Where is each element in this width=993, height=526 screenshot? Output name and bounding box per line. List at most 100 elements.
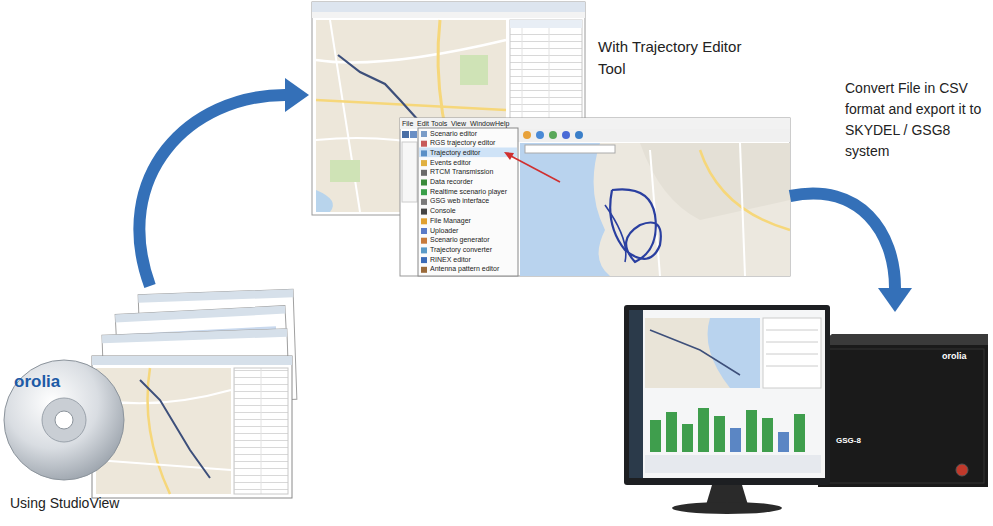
app-screenshot-part [605, 205, 626, 262]
app-screenshot-part [700, 150, 790, 230]
studioview-package-part [234, 368, 288, 494]
app-screenshot-part [421, 267, 427, 273]
gsg8-system-part [682, 424, 693, 452]
app-screenshot-part [421, 180, 427, 186]
app-screenshot-part [509, 155, 560, 182]
gsg8-system-part [629, 310, 825, 478]
menu-item: Antenna pattern editor [430, 265, 499, 273]
studioview-package-part [102, 329, 287, 343]
menu-item: GSG web interface [430, 197, 489, 205]
gsg8-system-part [818, 345, 988, 487]
node-caption: GSG-8 [836, 436, 861, 446]
menu-item: Console [430, 207, 456, 215]
gsg8-system-part [645, 455, 821, 473]
curved-arrow [790, 194, 912, 312]
node-caption: Using StudioView [10, 494, 119, 512]
gsg8-system-part [666, 412, 677, 452]
node-caption: With Trajectory Editor Tool [598, 36, 763, 80]
app-screenshot-part [525, 145, 615, 153]
menu-item: File Manager [430, 217, 471, 225]
gsg8-system-part [766, 354, 818, 355]
menu-item: RINEX editor [430, 256, 471, 264]
app-screenshot-part [410, 131, 417, 138]
gsg8-system-part [645, 318, 760, 388]
map-screenshot-part [330, 160, 360, 182]
app-screenshot [400, 118, 790, 276]
gsg8-system-part [672, 502, 782, 514]
gsg8-system-part [624, 305, 830, 485]
app-screenshot-part [520, 143, 610, 276]
map-screenshot-part [316, 190, 333, 212]
studioview-package-part [138, 289, 293, 302]
app-screenshot-part [421, 199, 427, 205]
map-screenshot-part [312, 2, 585, 12]
app-screenshot-part [421, 257, 427, 263]
gsg8-system-group: oroliaGSG-8 [622, 312, 993, 512]
menu-item: Help [495, 120, 509, 128]
gsg8-system-part [730, 428, 741, 452]
app-screenshot-part [421, 209, 427, 215]
map-screenshot-part [460, 55, 488, 85]
gsg8-system-part [714, 416, 725, 452]
edge-label: Convert File in CSV format and export it… [845, 78, 985, 162]
gsg8-system-part [766, 342, 818, 343]
gsg8-system-part [818, 334, 988, 345]
studioview-package-part [140, 380, 210, 478]
menu-item: Tools [431, 120, 447, 128]
studioview-package-part [55, 411, 73, 429]
logo-text: orolia [14, 372, 60, 392]
curved-arrow [139, 78, 309, 286]
menu-item: RTCM Transmission [430, 168, 493, 176]
app-screenshot-part [740, 143, 745, 276]
node-caption: orolia [942, 351, 967, 362]
app-screenshot-part [575, 131, 583, 139]
menu-item: File [402, 120, 413, 128]
arrow-shaft [790, 194, 895, 288]
studioview-package-part [92, 356, 292, 365]
menu-item: Scenario editor [430, 130, 477, 138]
map-screenshot-part [312, 12, 585, 18]
app-screenshot-part [421, 238, 427, 244]
gsg8-system-part [778, 432, 789, 452]
arrow-head [878, 288, 912, 312]
app-screenshot-part [421, 228, 427, 234]
studioview-package [4, 289, 297, 498]
app-screenshot-part [421, 189, 427, 195]
gsg8-system-part [746, 410, 757, 452]
menu-item: Events editor [430, 159, 471, 167]
gsg8-system-part [956, 464, 968, 476]
map-screenshot-part [510, 20, 582, 28]
app-screenshot-part [421, 218, 427, 224]
gsg8-system-part [766, 366, 818, 367]
studioview-group: Using StudioView [0, 286, 305, 526]
studioview-package-part [42, 398, 86, 442]
app-screenshot-part [518, 129, 790, 142]
map-screenshot-part [330, 20, 360, 212]
app-screenshot-part [421, 170, 427, 176]
studioview-package-part [4, 360, 124, 480]
app-screenshot-part [536, 131, 544, 139]
gsg8-system-part [762, 418, 773, 452]
app-screenshot-part [520, 143, 790, 276]
menu-item: View [451, 120, 466, 128]
app-screenshot-part [400, 118, 790, 129]
menu-item: Edit [417, 120, 429, 128]
app-screenshot-part [421, 160, 427, 166]
gsg8-system-part [766, 330, 818, 331]
arrow-head [285, 78, 309, 112]
arrow-shaft [139, 95, 285, 286]
map-screenshot-part [316, 100, 506, 110]
studioview-package-part [96, 460, 231, 470]
menu-item: Window [470, 120, 495, 128]
app-screenshot-part [421, 247, 427, 253]
gsg8-system-part [794, 414, 805, 452]
menu-item: Trajectory editor [430, 149, 480, 157]
app-screenshot-part [418, 128, 518, 276]
menu-item: Scenario generator [430, 236, 490, 244]
gsg8-system-part [708, 318, 761, 388]
gsg8-system-part [698, 408, 709, 452]
menu-item: Trajectory converter [430, 246, 492, 254]
app-screenshot-part [549, 131, 557, 139]
studioview-package-part [148, 368, 171, 494]
